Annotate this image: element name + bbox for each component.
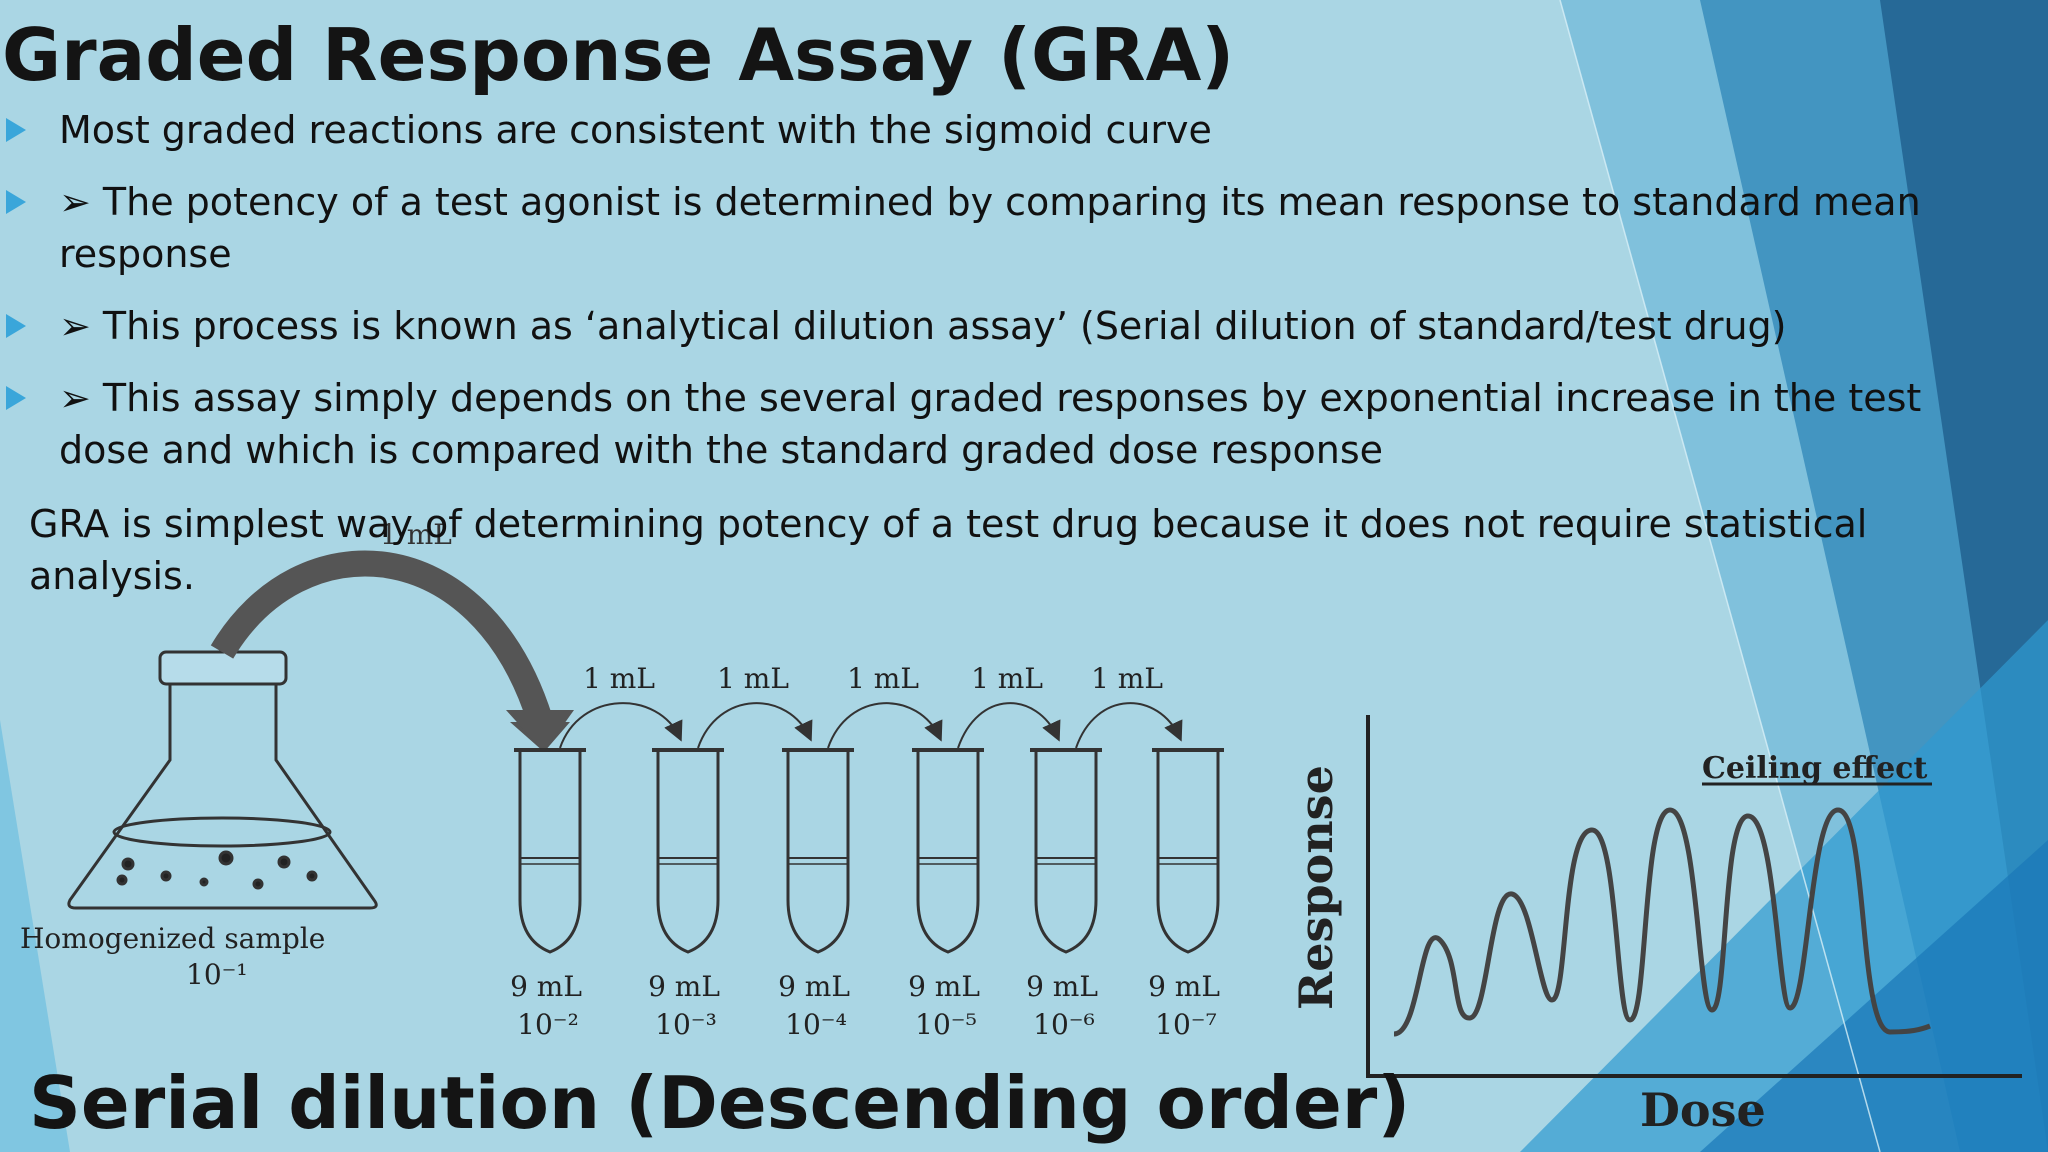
test-tube-icon [782, 748, 854, 954]
tube-dilution: 10⁻³ [655, 1008, 717, 1041]
flask-transfer-label: 1 mL [380, 518, 452, 551]
triangle-right-icon [6, 386, 26, 410]
bullet-list: Most graded reactions are consistent wit… [0, 104, 2010, 476]
bullet-text: ➢ This assay simply depends on the sever… [59, 376, 1922, 472]
transfer-arc-arrow [1075, 702, 1183, 749]
tube-dilution: 10⁻⁴ [785, 1008, 847, 1041]
tube-volume: 9 mL [648, 970, 720, 1003]
flask-caption: Homogenized sample [20, 922, 325, 955]
test-tube-icon [652, 748, 724, 954]
diagram-title: Serial dilution (Descending order) [29, 1061, 1411, 1145]
response-curve [1393, 807, 1931, 1037]
x-axis-label: Dose [1640, 1083, 1766, 1137]
triangle-right-icon [6, 190, 26, 214]
transfer-arc-arrow [957, 702, 1061, 749]
transfer-arc-arrow [827, 702, 943, 749]
bullet-text: ➢ This process is known as ‘analytical d… [59, 304, 1787, 348]
transfer-label: 1 mL [1091, 662, 1163, 695]
flask-icon [67, 650, 378, 910]
tube-volume: 9 mL [510, 970, 582, 1003]
tube-volume: 9 mL [778, 970, 850, 1003]
test-tube-icon [1152, 748, 1224, 954]
tube-volume: 9 mL [1026, 970, 1098, 1003]
tube-volume: 9 mL [1148, 970, 1220, 1003]
triangle-right-icon [6, 118, 26, 142]
test-tube-icon [912, 748, 984, 954]
ceiling-effect-graph: Ceiling effect Response Dose [1289, 715, 2022, 1137]
transfer-arrow [210, 550, 553, 724]
slide-title: Graded Response Assay (GRA) [2, 13, 1235, 97]
bullet-item: ➢ The potency of a test agonist is deter… [0, 176, 2010, 280]
bullet-item: ➢ This process is known as ‘analytical d… [0, 300, 2010, 352]
transfer-label: 1 mL [583, 662, 655, 695]
ceiling-label: Ceiling effect [1702, 751, 1927, 786]
transfer-label: 1 mL [971, 662, 1043, 695]
serial-dilution-diagram: 1 mL Homogenized sample 10⁻¹ 9 mL 10⁻² 1 m… [20, 518, 1224, 1041]
bullet-item: Most graded reactions are consistent wit… [0, 104, 2010, 156]
bullet-text: Most graded reactions are consistent wit… [59, 108, 1212, 152]
test-tube-icon [1030, 748, 1102, 954]
test-tube-icon [514, 748, 586, 954]
tube-dilution: 10⁻⁶ [1033, 1008, 1095, 1041]
tube-dilution: 10⁻⁷ [1155, 1008, 1217, 1041]
y-axis-label: Response [1289, 765, 1343, 1010]
triangle-right-icon [6, 314, 26, 338]
transfer-arc-arrow [559, 702, 683, 749]
transfer-label: 1 mL [847, 662, 919, 695]
tube-row: 9 mL 10⁻² 1 mL 9 mL 10⁻³ 1 mL 9 mL 10⁻⁴ 1 mL 9 mL… [510, 662, 1224, 1041]
tube-dilution: 10⁻² [517, 1008, 579, 1041]
tube-dilution: 10⁻⁵ [915, 1008, 977, 1041]
transfer-arc-arrow [697, 702, 813, 749]
bullet-item: ➢ This assay simply depends on the sever… [0, 372, 2010, 476]
bullet-text: ➢ The potency of a test agonist is deter… [59, 180, 1921, 276]
flask-dilution: 10⁻¹ [186, 958, 248, 991]
transfer-label: 1 mL [717, 662, 789, 695]
summary-note: GRA is simplest way of determining poten… [29, 502, 1868, 598]
tube-volume: 9 mL [908, 970, 980, 1003]
